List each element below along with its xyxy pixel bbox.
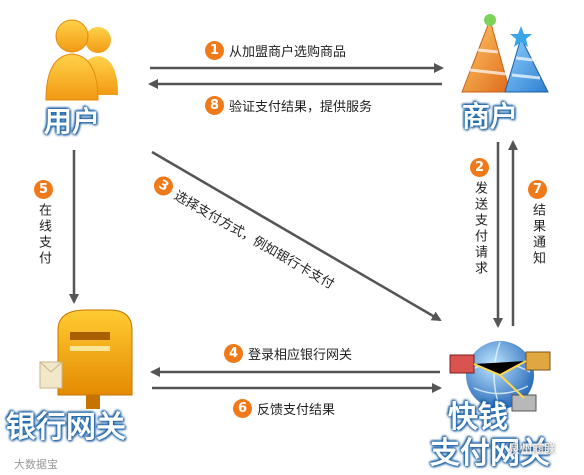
node-label-bank-gateway: 银行网关: [6, 410, 126, 445]
step-5-badge: 5: [34, 180, 53, 199]
step-6-label: 6 反馈支付结果: [233, 399, 335, 418]
step-6-badge: 6: [233, 399, 252, 418]
arrow-step-3: [151, 150, 442, 322]
step-7-text: 结果通知: [530, 203, 545, 267]
step-2-badge: 2: [470, 158, 489, 177]
step-5-text: 在线支付: [36, 203, 51, 267]
step-8-text: 验证支付结果，提供服务: [229, 100, 373, 115]
step-4-label: 4 登录相应银行网关: [224, 344, 352, 363]
step-4-badge: 4: [224, 344, 243, 363]
step-2-label: 2 发送支付请求: [470, 158, 489, 277]
step-6-text: 反馈支付结果: [257, 403, 336, 418]
node-label-merchant: 商户: [462, 100, 519, 133]
watermark-bottom-left: 大数据宝: [14, 458, 58, 471]
step-2-text: 发送支付请求: [472, 181, 487, 277]
step-1-badge: 1: [205, 41, 224, 60]
watermark-bottom-right: 泉州商联: [508, 442, 557, 456]
step-4-text: 登录相应银行网关: [248, 348, 353, 363]
step-8-label: 8 验证支付结果，提供服务: [205, 96, 372, 115]
node-label-user: 用户: [44, 105, 101, 138]
mailbox-icon: [39, 309, 133, 409]
node-label-payment-gateway: 支付网关: [430, 436, 550, 471]
step-1-text: 从加盟商户选购商品: [229, 45, 347, 60]
step-8-badge: 8: [205, 96, 224, 115]
step-1-label: 1 从加盟商户选购商品: [205, 41, 346, 60]
node-label-kuaiqian: 快钱: [448, 400, 508, 435]
step-5-label: 5 在线支付: [34, 180, 53, 267]
globe-network-icon: [449, 341, 551, 412]
step-7-badge: 7: [528, 180, 547, 199]
users-icon: [45, 19, 118, 101]
step-7-label: 7 结果通知: [528, 180, 547, 267]
party-hats-icon: [461, 14, 549, 93]
